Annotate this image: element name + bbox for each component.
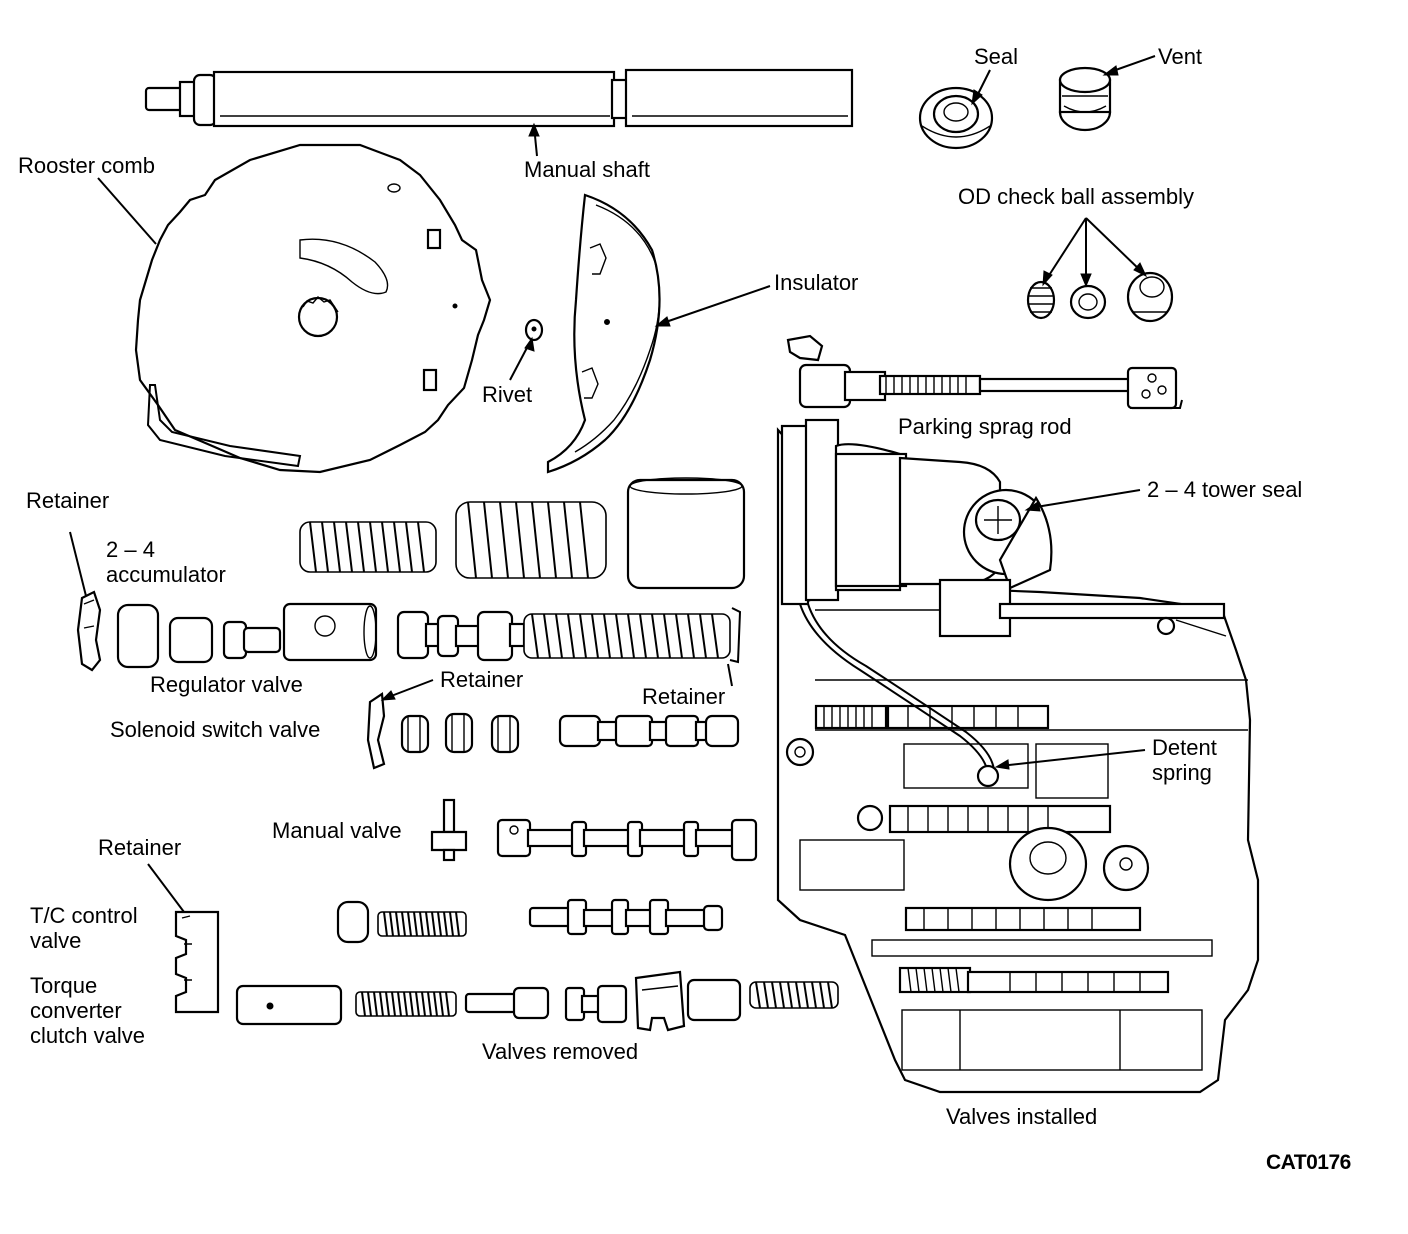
rivet-label: Rivet xyxy=(482,382,533,407)
solenoid-switch-valve-label: Solenoid switch valve xyxy=(110,717,321,742)
manual-valve-label: Manual valve xyxy=(272,818,402,843)
insulator-part xyxy=(546,193,661,474)
seal-part xyxy=(918,86,994,150)
manual-shaft xyxy=(144,68,854,128)
accumulator-row xyxy=(76,590,378,672)
od-check-ball-parts xyxy=(1026,271,1174,323)
seal-label: Seal xyxy=(974,44,1019,69)
vent-part xyxy=(1058,66,1112,132)
tc-control-label-line2: valve xyxy=(30,928,82,953)
retainer-bottom-label: Retainer xyxy=(98,835,182,860)
leader-lines xyxy=(69,55,1156,913)
rooster-comb-label: Rooster comb xyxy=(18,153,155,178)
regulator-valve-row xyxy=(396,607,742,664)
parking-sprag-rod-label: Parking sprag rod xyxy=(898,414,1072,439)
manual-valve-row xyxy=(430,798,758,862)
valves-removed-label: Valves removed xyxy=(482,1039,639,1064)
valves-installed-label: Valves installed xyxy=(946,1104,1098,1129)
insulator-label: Insulator xyxy=(774,270,859,295)
arrow-heads xyxy=(380,65,1148,770)
retainer-mid-label: Retainer xyxy=(440,667,524,692)
od-check-ball-label: OD check ball assembly xyxy=(958,184,1194,209)
tower-seal-label: 2 – 4 tower seal xyxy=(1147,477,1303,502)
torque-label-line3: clutch valve xyxy=(30,1023,145,1048)
tc-control-label-line1: T/C control xyxy=(30,903,138,928)
tcc-valve-row xyxy=(235,970,839,1032)
solenoid-switch-valve-row xyxy=(366,692,740,770)
tc-control-valve-row xyxy=(174,898,724,1014)
rooster-comb-plate xyxy=(134,143,492,474)
vent-label: Vent xyxy=(1158,44,1203,69)
parking-sprag-rod xyxy=(786,334,1183,410)
torque-label-line2: converter xyxy=(30,998,122,1023)
figure-code-label: CAT0176 xyxy=(1266,1151,1351,1174)
manual-shaft-label: Manual shaft xyxy=(524,157,650,182)
detent-spring-label-line2: spring xyxy=(1152,760,1212,785)
regulator-valve-label: Regulator valve xyxy=(150,672,303,697)
springs-top-row xyxy=(299,477,746,590)
accumulator-label-line2: accumulator xyxy=(106,562,226,587)
retainer-top-label: Retainer xyxy=(26,488,110,513)
valve-body-assembly xyxy=(776,418,1260,1094)
detent-spring-label-line1: Detent xyxy=(1152,735,1217,760)
accumulator-label-line1: 2 – 4 xyxy=(106,537,155,562)
torque-label-line1: Torque xyxy=(30,973,98,998)
retainer-right-label: Retainer xyxy=(642,684,726,709)
rivet-part xyxy=(524,318,544,342)
